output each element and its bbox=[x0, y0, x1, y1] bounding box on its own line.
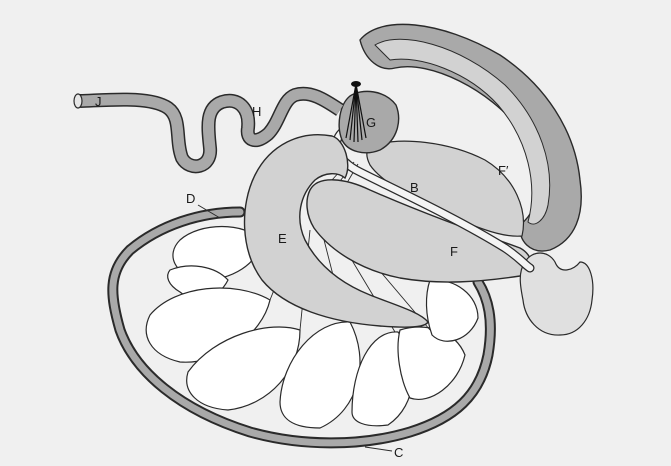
label-f: F bbox=[450, 244, 458, 259]
label-c: C bbox=[394, 445, 403, 460]
label-g: G bbox=[366, 115, 376, 130]
label-h: H bbox=[252, 104, 261, 119]
label-d: D bbox=[186, 191, 195, 206]
label-b: B bbox=[410, 180, 419, 195]
label-f-prime: F′ bbox=[498, 163, 509, 178]
tube-j-opening bbox=[74, 94, 82, 108]
pointer-c bbox=[365, 447, 392, 451]
duct-cap bbox=[351, 81, 361, 87]
label-j: J bbox=[95, 94, 102, 109]
label-e: E bbox=[278, 231, 287, 246]
lobe-8 bbox=[426, 280, 478, 341]
